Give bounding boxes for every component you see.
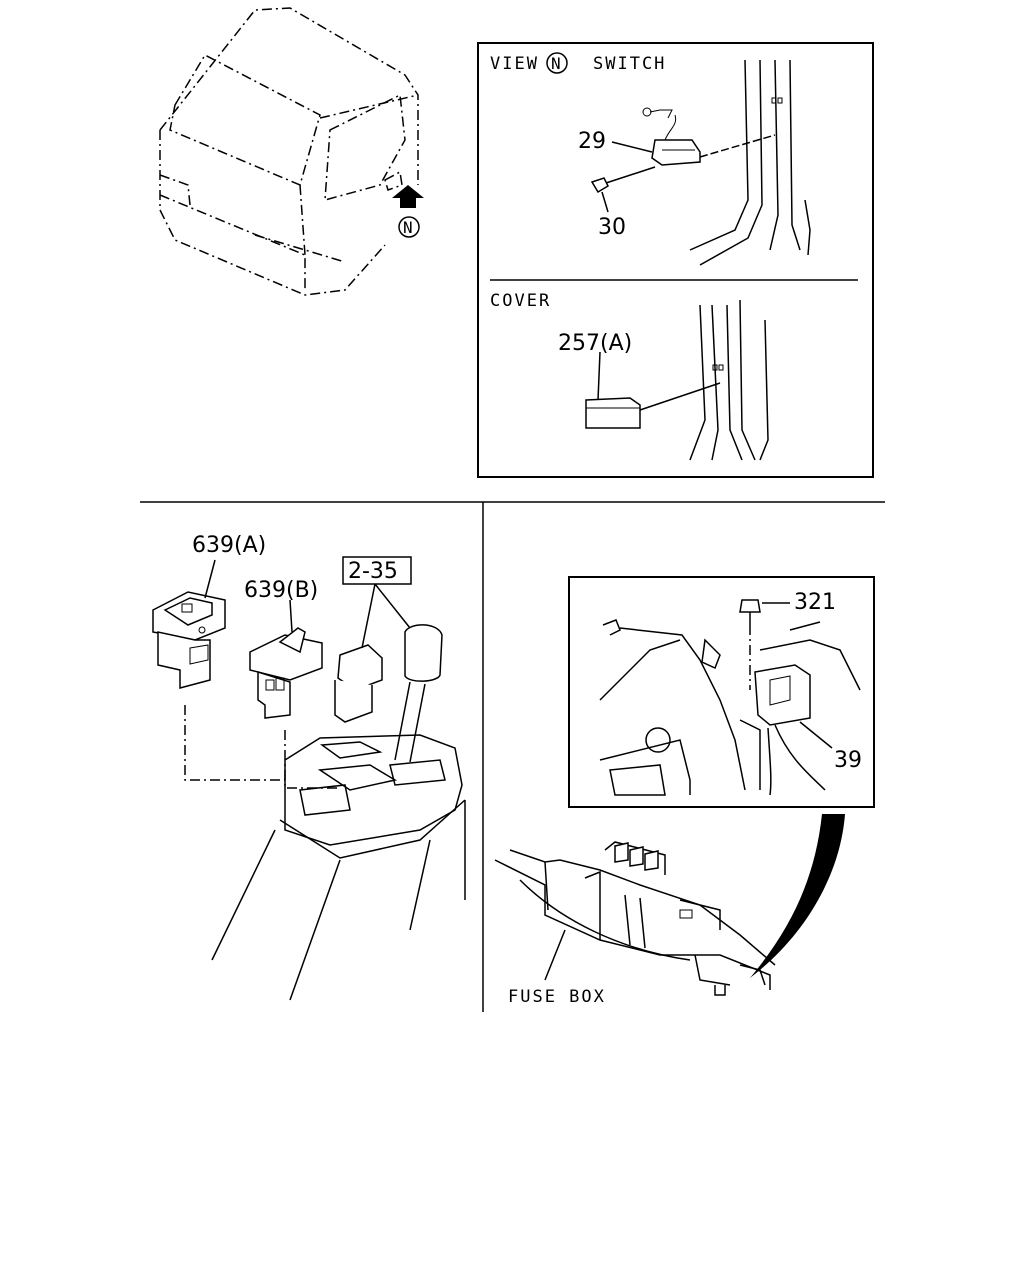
switch-part-639b <box>249 627 323 719</box>
label-639b: 639(B) <box>244 578 318 603</box>
label-639a: 639(A) <box>192 533 266 558</box>
label-30: 30 <box>598 215 626 240</box>
label-fuse-box: FUSE BOX <box>508 987 606 1007</box>
relay-part-39 <box>754 664 826 796</box>
callout-pointer <box>750 814 845 978</box>
view-panel-frame <box>477 42 874 478</box>
label-2-35: 2-35 <box>348 559 398 584</box>
door-pillar-switch-view <box>689 59 811 266</box>
label-257a: 257(A) <box>558 331 632 356</box>
view-arrow-icon <box>392 185 424 208</box>
view-title-prefix: VIEW <box>490 54 539 74</box>
truck-cab-illustration: N <box>159 7 424 296</box>
door-pillar-cover-view <box>689 299 769 461</box>
view-letter-circle <box>546 52 568 74</box>
switch-part-29 <box>642 107 776 166</box>
center-console <box>211 734 466 1001</box>
switch-part-639a <box>152 591 226 689</box>
view-title-suffix: SWITCH <box>593 54 666 74</box>
shift-lever <box>394 624 443 763</box>
label-321: 321 <box>794 590 836 615</box>
console-switches-group: 639(A) 639(B) 2-35 <box>152 533 466 1001</box>
cab-view-letter: N <box>403 218 413 237</box>
view-letter: N <box>551 54 561 73</box>
relay-detail-panel: 321 39 <box>568 576 875 808</box>
relay-panel-frame <box>568 576 875 808</box>
bolt-part-321 <box>739 599 761 690</box>
screw-part-30 <box>590 166 656 194</box>
switch-part-2-35 <box>334 644 383 723</box>
view-panel: VIEW N SWITCH 29 <box>477 42 874 478</box>
label-29: 29 <box>578 129 606 154</box>
fuse-box <box>494 841 776 996</box>
label-39: 39 <box>834 748 862 773</box>
cover-part-257a <box>585 382 721 429</box>
cover-title: COVER <box>490 291 551 311</box>
label-2-35-box <box>342 556 412 585</box>
